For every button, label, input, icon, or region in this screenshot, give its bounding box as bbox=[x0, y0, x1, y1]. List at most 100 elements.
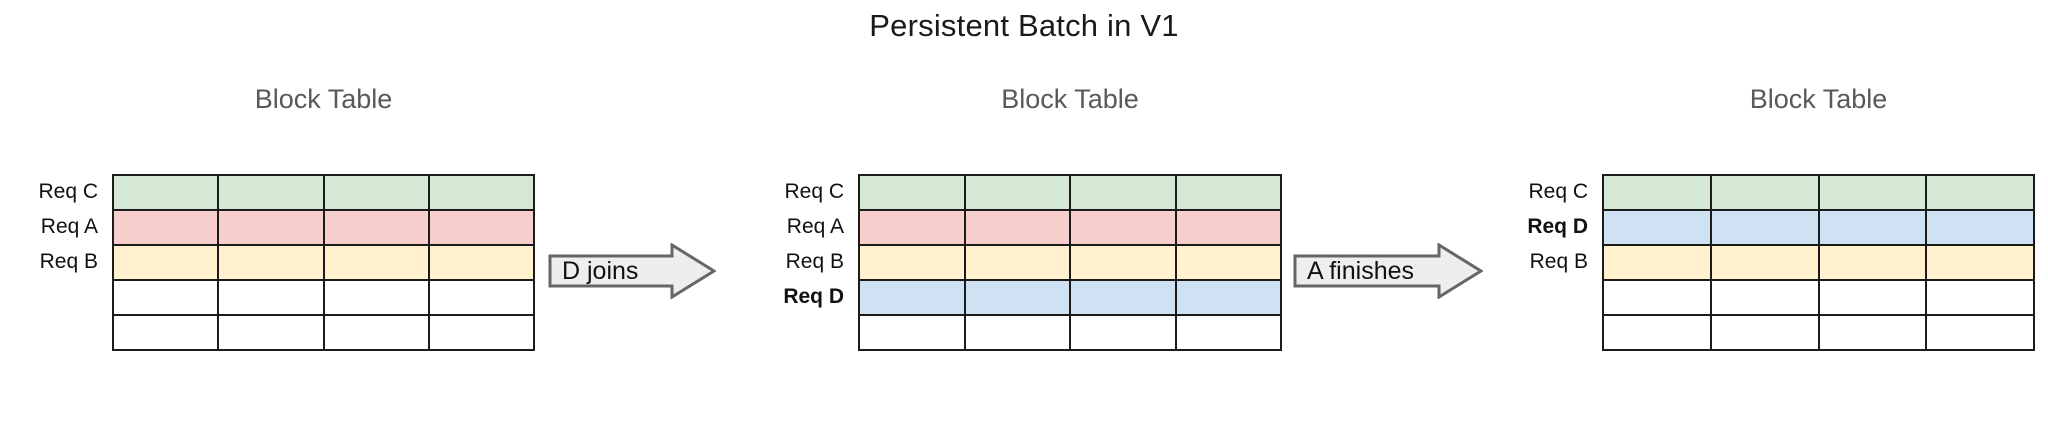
table-row bbox=[1602, 174, 2035, 211]
row-label-1-2: Req A bbox=[40, 215, 98, 238]
panel-body-1: Req C Req A Req B bbox=[38, 174, 536, 351]
table-row bbox=[111, 279, 536, 316]
arrow-d-joins: D joins bbox=[548, 243, 716, 299]
block-cell bbox=[1709, 279, 1820, 316]
block-cell bbox=[963, 174, 1071, 211]
block-table-grid-2 bbox=[858, 174, 1282, 351]
row-label-1-1: Req C bbox=[38, 180, 98, 203]
table-row bbox=[1602, 244, 2035, 281]
block-table-body-2 bbox=[858, 174, 1282, 351]
row-label-2-1: Req C bbox=[784, 180, 844, 203]
block-cell bbox=[427, 174, 536, 211]
panel-body-2: Req C Req A Req B Req D bbox=[783, 174, 1282, 351]
table-row bbox=[858, 279, 1282, 316]
table-row bbox=[1602, 279, 2035, 316]
block-cell bbox=[217, 279, 325, 316]
row-label-3-3: Req B bbox=[1529, 250, 1588, 273]
block-cell bbox=[1709, 314, 1820, 351]
block-cell bbox=[1709, 244, 1820, 281]
row-labels-3: Req C Req D Req B bbox=[1527, 174, 1588, 349]
block-cell bbox=[1602, 174, 1712, 211]
row-label-1-3: Req B bbox=[39, 250, 98, 273]
row-label-3-2: Req D bbox=[1527, 215, 1588, 238]
block-cell bbox=[1174, 174, 1282, 211]
block-cell bbox=[427, 209, 536, 246]
block-cell bbox=[322, 244, 430, 281]
block-cell bbox=[963, 244, 1071, 281]
block-table-grid-1 bbox=[111, 174, 536, 351]
block-cell bbox=[1174, 279, 1282, 316]
block-cell bbox=[1925, 174, 2035, 211]
block-cell bbox=[111, 314, 220, 351]
block-cell bbox=[1817, 209, 1928, 246]
panel-title-3: Block Table bbox=[1749, 84, 1888, 114]
block-table-grid-3 bbox=[1602, 174, 2035, 351]
block-cell bbox=[1602, 244, 1712, 281]
row-label-2-3: Req B bbox=[785, 250, 844, 273]
block-cell bbox=[427, 279, 536, 316]
block-cell bbox=[217, 244, 325, 281]
block-cell bbox=[1925, 244, 2035, 281]
block-cell bbox=[858, 209, 966, 246]
block-cell bbox=[1925, 209, 2035, 246]
row-label-2-4: Req D bbox=[783, 285, 844, 308]
block-cell bbox=[963, 279, 1071, 316]
block-cell bbox=[1174, 314, 1282, 351]
row-label-2-2: Req A bbox=[786, 215, 844, 238]
block-cell bbox=[1602, 314, 1712, 351]
block-cell bbox=[217, 209, 325, 246]
block-cell bbox=[1069, 314, 1177, 351]
block-cell bbox=[1925, 279, 2035, 316]
block-cell bbox=[427, 314, 536, 351]
block-cell bbox=[963, 314, 1071, 351]
block-cell bbox=[858, 244, 966, 281]
row-labels-2: Req C Req A Req B Req D bbox=[783, 174, 844, 349]
page-title: Persistent Batch in V1 bbox=[869, 8, 1179, 43]
table-row bbox=[1602, 209, 2035, 246]
block-cell bbox=[1817, 244, 1928, 281]
block-cell bbox=[1709, 209, 1820, 246]
panel-title-2: Block Table bbox=[1001, 84, 1139, 114]
block-cell bbox=[1925, 314, 2035, 351]
block-cell bbox=[111, 209, 220, 246]
block-cell bbox=[322, 209, 430, 246]
panel-body-3: Req C Req D Req B bbox=[1527, 174, 2035, 351]
block-cell bbox=[217, 314, 325, 351]
block-cell bbox=[1817, 174, 1928, 211]
table-row bbox=[111, 244, 536, 281]
block-cell bbox=[1069, 209, 1177, 246]
block-cell bbox=[1069, 174, 1177, 211]
arrow-shape-icon bbox=[548, 243, 716, 299]
block-cell bbox=[322, 314, 430, 351]
block-cell bbox=[1174, 244, 1282, 281]
block-cell bbox=[1069, 244, 1177, 281]
table-row bbox=[111, 174, 536, 211]
table-row bbox=[858, 244, 1282, 281]
table-row bbox=[858, 174, 1282, 211]
block-cell bbox=[217, 174, 325, 211]
row-label-3-1: Req C bbox=[1528, 180, 1588, 203]
row-labels-1: Req C Req A Req B bbox=[38, 174, 98, 349]
block-cell bbox=[858, 174, 966, 211]
block-cell bbox=[322, 279, 430, 316]
table-row bbox=[1602, 314, 2035, 351]
block-cell bbox=[1817, 279, 1928, 316]
block-cell bbox=[111, 174, 220, 211]
table-row bbox=[858, 209, 1282, 246]
table-row bbox=[858, 314, 1282, 351]
block-cell bbox=[1602, 209, 1712, 246]
block-cell bbox=[322, 174, 430, 211]
panel-title-1: Block Table bbox=[254, 84, 393, 114]
block-table-body-1 bbox=[111, 174, 536, 351]
arrow-shape-icon bbox=[1293, 243, 1483, 299]
block-cell bbox=[1817, 314, 1928, 351]
table-row bbox=[111, 314, 536, 351]
block-cell bbox=[1174, 209, 1282, 246]
block-cell bbox=[1709, 174, 1820, 211]
block-cell bbox=[427, 244, 536, 281]
block-cell bbox=[1602, 279, 1712, 316]
block-cell bbox=[858, 314, 966, 351]
block-cell bbox=[111, 244, 220, 281]
arrow-a-finishes: A finishes bbox=[1293, 243, 1483, 299]
